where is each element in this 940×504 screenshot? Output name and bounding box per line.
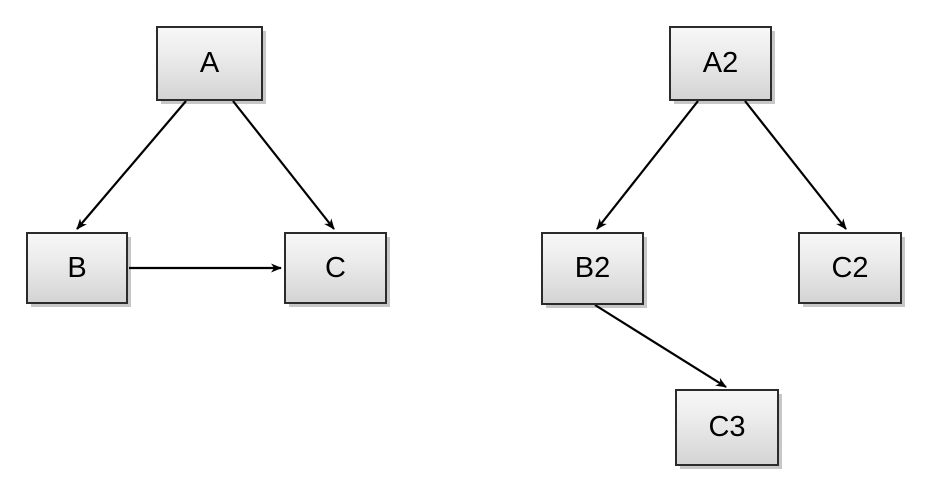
- node-label: B2: [574, 252, 611, 284]
- edge-b2-c3: [594, 304, 727, 388]
- node-a2[interactable]: A2: [669, 26, 772, 101]
- edge-a2-c2: [744, 100, 847, 230]
- edges-group: [76, 100, 847, 388]
- node-label: C3: [708, 411, 746, 443]
- node-c3[interactable]: C3: [675, 389, 779, 466]
- node-a[interactable]: A: [156, 26, 263, 101]
- edge-a2-b2: [596, 100, 699, 230]
- node-label: B: [67, 251, 87, 284]
- node-label: A2: [702, 47, 739, 79]
- node-c[interactable]: C: [284, 232, 387, 304]
- node-c2[interactable]: C2: [798, 232, 902, 304]
- edge-a-b: [76, 100, 187, 230]
- node-label: A: [199, 47, 220, 79]
- node-b[interactable]: B: [26, 232, 128, 304]
- node-b2[interactable]: B2: [541, 232, 644, 305]
- node-label: C2: [831, 251, 869, 284]
- node-label: C: [325, 251, 346, 284]
- edge-a-c: [232, 100, 335, 230]
